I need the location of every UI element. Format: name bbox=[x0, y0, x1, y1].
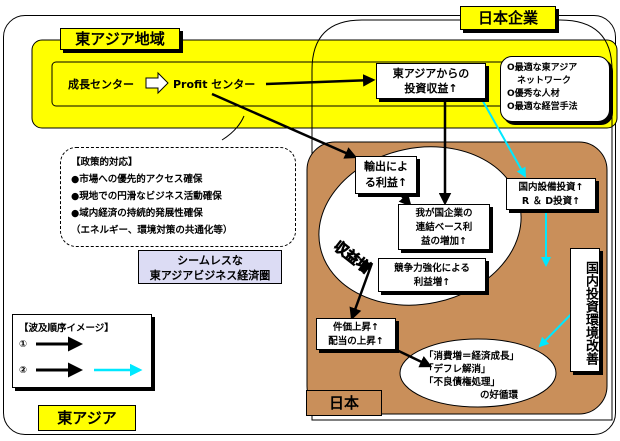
competitiveness-box: 競争力強化による 利益増↑ bbox=[378, 258, 486, 292]
growth-center-label: 成長センター bbox=[68, 78, 134, 91]
export-profit-box: 輸出によ る利益↑ bbox=[355, 156, 417, 194]
legend-row-1-marker: ① bbox=[19, 339, 28, 350]
investment-income-box: 東アジアからの 投資収益↑ bbox=[376, 63, 486, 99]
cycle-ellipse bbox=[399, 338, 557, 408]
hollow-arrow bbox=[145, 71, 169, 95]
legend-title: 【波及順序イメージ】 bbox=[19, 323, 114, 334]
domestic-investment-box: 国内設備投資↑ R ＆ D投資↑ bbox=[506, 178, 596, 210]
seamless-zone-box: シームレスな 東アジアビジネス経済圏 bbox=[138, 250, 282, 284]
arrow-to-investment bbox=[265, 74, 376, 87]
arrow-revenue-to-wages bbox=[349, 262, 374, 321]
wages-box: 件価上昇↑ 配当の上昇↑ bbox=[316, 318, 396, 350]
policy-bubble-tail bbox=[221, 115, 245, 141]
consolidated-profit-box: 我が国企業の 連結ベース利 益の増加↑ bbox=[398, 204, 490, 250]
arrow-to-export bbox=[211, 92, 358, 159]
outer-frame bbox=[3, 15, 616, 435]
japanese-companies-frame bbox=[311, 19, 613, 421]
japan-label: 日本 bbox=[306, 390, 382, 416]
domestic-env-box: 国内投資環境改善 bbox=[570, 248, 600, 372]
legend-row-2-marker: ② bbox=[19, 365, 28, 376]
policy-title: 【政策的対応】 bbox=[71, 157, 138, 168]
legend-box: 【波及順序イメージ】 ① ② bbox=[12, 314, 152, 388]
profit-center-label: Profit センター bbox=[173, 78, 256, 91]
japanese-companies-label: 日本企業 bbox=[460, 6, 556, 30]
east-asia-region-label: 東アジア地域 bbox=[60, 28, 180, 50]
policy-bubble: 【政策的対応】 ●市場への優先的アクセス確保 ●現地での円滑なビジネス活動確保 … bbox=[60, 147, 296, 247]
arrow-cyan-resources bbox=[479, 95, 526, 178]
east-asia-label: 東アジア bbox=[38, 405, 136, 431]
resources-bubble: O最適な東アジア ネットワーク O優秀な人材 O最適な経営手法 bbox=[500, 56, 610, 122]
arrow-export-down bbox=[398, 193, 412, 207]
virtuous-cycle-text: 「消費増＝経済成長」 「デフレ解消」 「不良債権処理」 の好循環 bbox=[424, 351, 520, 401]
